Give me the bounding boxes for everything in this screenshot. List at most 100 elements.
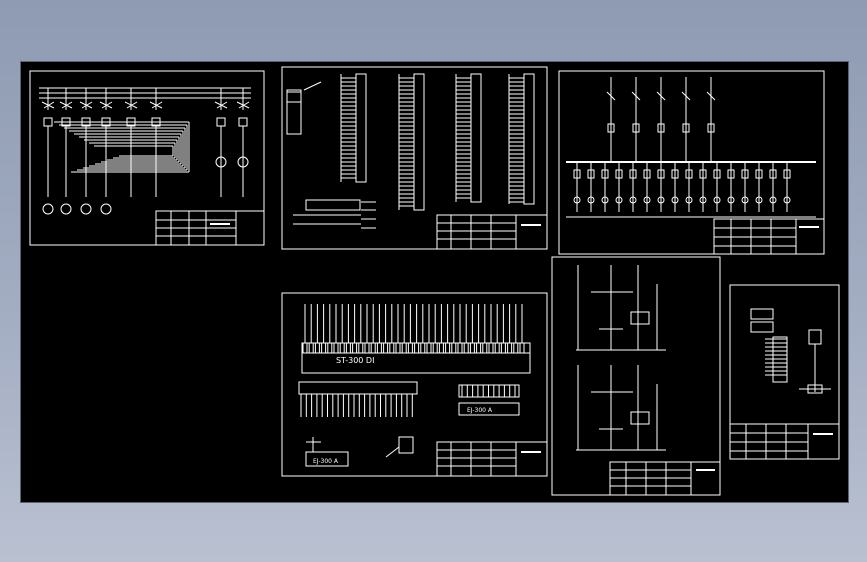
io-terminal bbox=[376, 342, 382, 354]
indicator-lamp bbox=[783, 196, 791, 204]
cad-stroke bbox=[43, 101, 55, 109]
sheet-main-power-circuit bbox=[29, 70, 265, 246]
relay-coil bbox=[630, 311, 650, 325]
io-terminal bbox=[302, 342, 308, 354]
title-block bbox=[436, 441, 548, 477]
relay-coil bbox=[769, 169, 777, 179]
io-terminal bbox=[395, 342, 401, 354]
motor-symbol bbox=[100, 203, 112, 215]
io-terminal bbox=[370, 342, 376, 354]
indicator-lamp bbox=[713, 196, 721, 204]
relay-coil bbox=[643, 169, 651, 179]
title-block bbox=[609, 461, 721, 496]
io-terminal bbox=[476, 342, 482, 354]
cad-stroke bbox=[99, 101, 113, 109]
contact-symbol bbox=[632, 123, 640, 133]
io-terminal bbox=[308, 342, 314, 354]
contact-symbol bbox=[657, 123, 665, 133]
relay-coil bbox=[741, 169, 749, 179]
relay-coil bbox=[685, 169, 693, 179]
relay-coil bbox=[671, 169, 679, 179]
io-terminal bbox=[426, 342, 432, 354]
io-terminal bbox=[488, 342, 494, 354]
cad-stroke bbox=[79, 101, 93, 109]
cad-stroke bbox=[216, 101, 228, 109]
terminal-strip bbox=[523, 73, 535, 205]
io-terminal bbox=[451, 342, 457, 354]
indicator-lamp bbox=[587, 196, 595, 204]
indicator-lamp bbox=[755, 196, 763, 204]
relay-coil bbox=[699, 169, 707, 179]
sheet-contactor-control bbox=[558, 70, 825, 255]
relay-coil bbox=[727, 169, 735, 179]
cad-stroke bbox=[681, 91, 691, 101]
relay-coil bbox=[629, 169, 637, 179]
io-terminal bbox=[438, 342, 444, 354]
cad-stroke bbox=[101, 101, 113, 109]
indicator-lamp bbox=[727, 196, 735, 204]
io-terminal bbox=[333, 342, 339, 354]
cad-stroke bbox=[41, 101, 55, 109]
sheet-control-panel bbox=[729, 284, 840, 460]
io-terminal bbox=[401, 342, 407, 354]
indicator-lamp bbox=[657, 196, 665, 204]
cad-stroke bbox=[124, 101, 138, 109]
terminal-strip bbox=[413, 73, 425, 211]
relay-coil bbox=[601, 169, 609, 179]
analog-module-label: EJ-300 A bbox=[467, 407, 493, 414]
io-terminal bbox=[339, 342, 345, 354]
io-terminal bbox=[500, 342, 506, 354]
io-terminal bbox=[389, 342, 395, 354]
io-terminal bbox=[507, 342, 513, 354]
cad-stroke bbox=[656, 91, 666, 101]
io-terminal bbox=[420, 342, 426, 354]
io-terminal bbox=[463, 342, 469, 354]
io-terminal bbox=[457, 342, 463, 354]
contact-symbol bbox=[607, 123, 615, 133]
io-terminal bbox=[383, 342, 389, 354]
cad-drawing: ST-300 DI EJ-300 A EJ-300 A bbox=[29, 66, 840, 496]
cad-stroke bbox=[149, 101, 163, 109]
title-block bbox=[155, 210, 265, 246]
indicator-lamp bbox=[601, 196, 609, 204]
cad-stroke bbox=[214, 101, 228, 109]
relay-coil bbox=[573, 169, 581, 179]
indicator-lamp bbox=[769, 196, 777, 204]
io-terminal bbox=[314, 342, 320, 354]
io-terminal bbox=[469, 342, 475, 354]
relay-coil bbox=[755, 169, 763, 179]
io-terminal bbox=[519, 342, 525, 354]
io-terminal bbox=[445, 342, 451, 354]
sheet-control-loops bbox=[551, 256, 721, 496]
io-terminal bbox=[513, 342, 519, 354]
cad-stroke bbox=[706, 91, 716, 101]
relay-coil bbox=[615, 169, 623, 179]
title-block bbox=[729, 423, 840, 460]
terminal-strip bbox=[355, 73, 367, 183]
breaker-symbol bbox=[238, 117, 248, 127]
io-terminal bbox=[327, 342, 333, 354]
breaker-symbol bbox=[216, 117, 226, 127]
cad-stroke bbox=[151, 101, 163, 109]
cad-stroke bbox=[126, 101, 138, 109]
sheet-terminal-wiring bbox=[281, 66, 548, 250]
io-terminal bbox=[432, 342, 438, 354]
io-terminal bbox=[414, 342, 420, 354]
contact-symbol bbox=[707, 123, 715, 133]
io-terminal bbox=[345, 342, 351, 354]
indicator-lamp bbox=[643, 196, 651, 204]
indicator-lamp bbox=[615, 196, 623, 204]
indicator-lamp bbox=[671, 196, 679, 204]
indicator-lamp bbox=[699, 196, 707, 204]
motor-symbol bbox=[215, 156, 227, 168]
io-terminal bbox=[407, 342, 413, 354]
cad-stroke bbox=[236, 101, 250, 109]
sheet-plc-io bbox=[281, 292, 548, 477]
relay-coil bbox=[630, 411, 650, 425]
io-terminal bbox=[352, 342, 358, 354]
title-block bbox=[713, 218, 825, 255]
cad-stroke bbox=[61, 101, 73, 109]
motor-symbol bbox=[42, 203, 54, 215]
drawing-canvas[interactable]: ST-300 DI EJ-300 A EJ-300 A bbox=[20, 61, 849, 503]
output-module-label: EJ-300 A bbox=[313, 458, 339, 465]
